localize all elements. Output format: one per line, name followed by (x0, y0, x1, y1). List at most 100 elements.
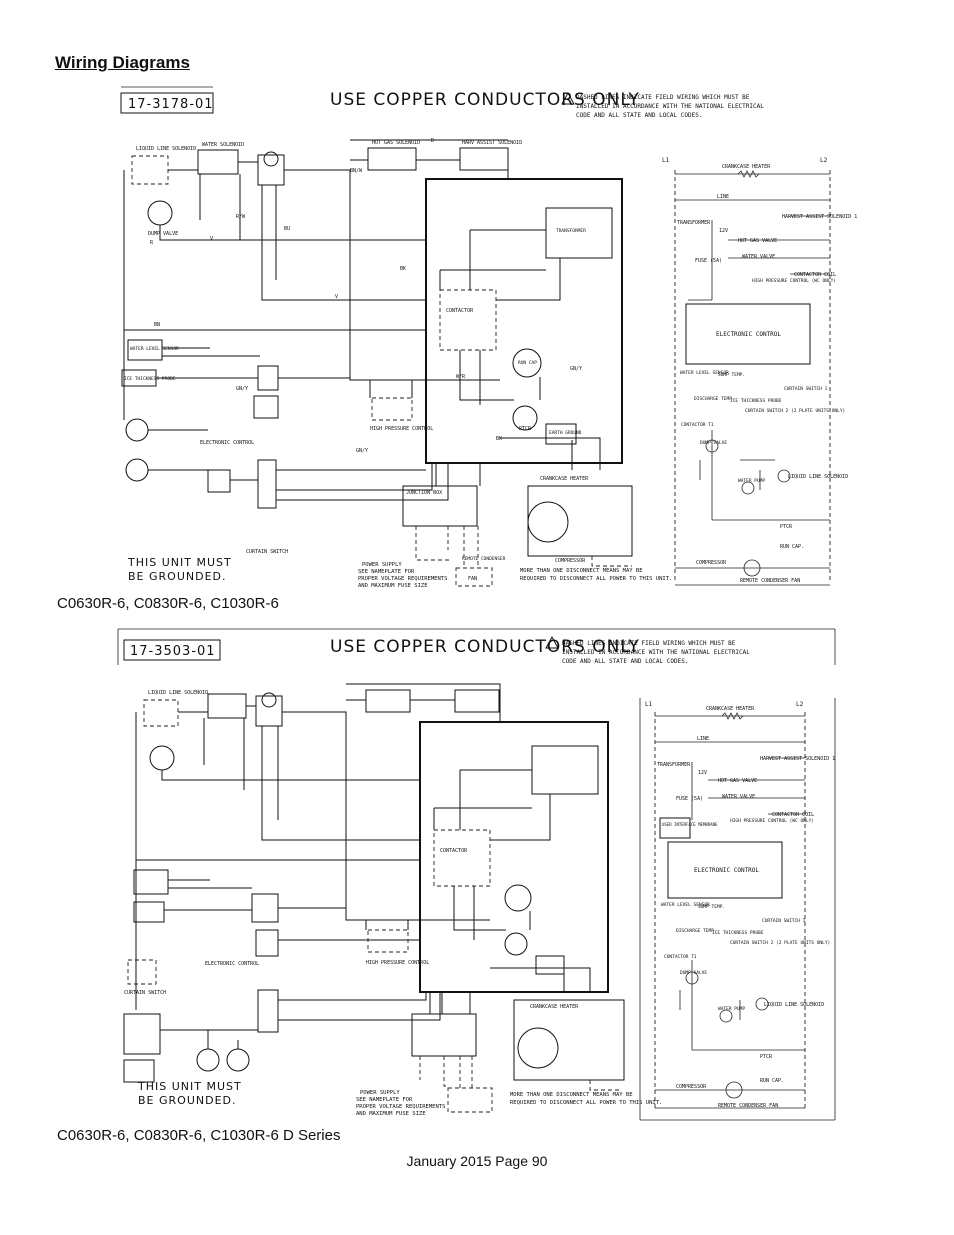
wire-tag: BU (284, 226, 290, 232)
diagram-code: 17-3503-01 (130, 644, 216, 659)
ladder-l1: L1 (662, 157, 670, 164)
compressor-label: COMPRESSOR (555, 558, 586, 564)
ladder-liquid-line: LIQUID LINE SOLENOID (788, 474, 848, 480)
warning-line-1: DASHED LINES INDICATE FIELD WIRING WHICH… (576, 94, 750, 101)
user-interface-membrane (123, 1059, 155, 1083)
ladder-dump-valve: DUMP VALVE (680, 970, 707, 976)
wire-tag: W/R (456, 374, 466, 380)
contactor (433, 829, 491, 887)
disconnect-note-1: MORE THAN ONE DISCONNECT MEANS MAY BE (520, 568, 643, 574)
wire-tag: GN/Y (236, 386, 248, 392)
ladder-curtain-2: CURTAIN SWITCH 2 (2 PLATE UNITS ONLY) (745, 408, 845, 414)
ladder-l2: L2 (820, 157, 828, 164)
diagram-1-caption: C0630R-6, C0830R-6, C1030R-6 (57, 595, 279, 612)
junction-box (402, 485, 478, 527)
ptcr-label: PTCR (519, 426, 532, 432)
ladder-water-level: WATER LEVEL SENSOR (661, 902, 710, 908)
ladder-fuse: FUSE (5A) (676, 796, 703, 802)
ladder-water-valve: WATER VALVE (722, 794, 755, 800)
ladder-compressor: COMPRESSOR (676, 1084, 707, 1090)
run-cap-label: RUN CAP (518, 360, 537, 366)
ladder-discharge-temp: DISCHARGE TEMP. (676, 928, 717, 934)
disconnect-note-2: REQUIRED TO DISCONNECT ALL POWER TO THIS… (520, 576, 672, 582)
copper-notice: USE COPPER CONDUCTORS ONLY (330, 90, 640, 110)
ground-note-2: BE GROUNDED. (138, 1094, 237, 1107)
ladder-contactor-coil: CONTACTOR COIL (794, 272, 836, 278)
compressor (517, 1027, 559, 1069)
ice-thickness-label: ICE THICKNESS PROBE (124, 376, 176, 382)
transformer (531, 745, 599, 795)
diagram-code-box (120, 92, 214, 114)
hot-pump (255, 695, 283, 727)
liquid-line-solenoid (143, 699, 179, 727)
water-solenoid (207, 693, 247, 719)
wire-tag: BK (496, 436, 502, 442)
crankcase-heater-label: CRANKCASE HEATER (530, 1004, 579, 1010)
disconnect-note-1: MORE THAN ONE DISCONNECT MEANS MAY BE (510, 1092, 633, 1098)
ladder-ec-label: ELECTRONIC CONTROL (716, 331, 781, 338)
ice-thickness-probe (133, 901, 165, 923)
transformer (545, 207, 613, 259)
wire-tag: BN/W (350, 168, 363, 174)
electronic-control-label: ELECTRONIC CONTROL (200, 440, 254, 446)
ladder-discharge-temp: DISCHARGE TEMP. (694, 396, 735, 402)
ladder-electronic-control (685, 303, 811, 365)
ladder-contactor-t1: CONTACTOR T1 (664, 954, 697, 960)
ladder-l2: L2 (796, 701, 804, 708)
ladder-high-pressure: HIGH PRESSURE CONTROL (WC ONLY) (752, 278, 836, 284)
ladder-12v: 12V (698, 770, 707, 776)
compressor-terminal-box (513, 999, 625, 1081)
control-terminal-block (257, 989, 279, 1033)
ladder-harvest-assist: HARVEST ASSIST SOLENOID 1 (760, 756, 835, 762)
warning-icon (561, 91, 575, 105)
power-note-3: PROPER VOLTAGE REQUIREMENTS (358, 576, 447, 582)
warning-line-2: INSTALLED IN ACCORDANCE WITH THE NATIONA… (562, 649, 750, 656)
sump-temp-sensor (196, 1048, 220, 1072)
ladder-sump-temp: SUMP TEMP. (718, 372, 745, 378)
remote-condenser-label: REMOTE CONDENSER (462, 556, 506, 562)
ladder-user-interface: USER INTERFACE MEMBRANE (662, 822, 718, 827)
curtain-switch (127, 959, 157, 985)
ladder-remote-fan: REMOTE CONDENSER FAN (718, 1103, 778, 1109)
ladder-compressor: COMPRESSOR (696, 560, 727, 566)
warning-line-1: DASHED LINES INDICATE FIELD WIRING WHICH… (562, 640, 736, 647)
compressor-terminal-box (527, 485, 633, 557)
ptcr (504, 932, 528, 956)
ladder-electronic-control (667, 841, 783, 899)
control-terminal-block (257, 459, 277, 509)
high-pressure-control (367, 929, 409, 953)
wire-tag: R/W (236, 214, 246, 220)
warning-line-3: CODE AND ALL STATE AND LOCAL CODES. (562, 658, 688, 665)
ladder-contactor-t1: CONTACTOR T1 (681, 422, 714, 428)
liquid-line-label: LIQUID LINE SOLENOID (148, 690, 208, 696)
ladder-transformer: TRANSFORMER (657, 762, 691, 768)
wire-tag: R (150, 240, 154, 246)
diagram-1: 17-3178-01 USE COPPER CONDUCTORS ONLY DA… (120, 86, 857, 589)
ladder-water-pump: WATER PUMP (718, 1006, 745, 1012)
liquid-line-label: LIQUID LINE SOLENOID (136, 146, 196, 152)
warning-line-2: INSTALLED IN ACCORDANCE WITH THE NATIONA… (576, 103, 764, 110)
page-footer: January 2015 Page 90 (406, 1153, 548, 1169)
earth-ground-internal (535, 955, 565, 975)
ladder-curtain-1: CURTAIN SWITCH 1 (784, 386, 828, 392)
ladder-run-cap: RUN CAP. (780, 544, 804, 550)
wire-tag: V (335, 294, 338, 300)
ground-note-2: BE GROUNDED. (128, 570, 227, 583)
fan-label: FAN (468, 576, 477, 582)
dump-valve (147, 200, 173, 226)
earth-ground-label: EARTH GROUND (549, 430, 582, 436)
water-level-sensor (133, 869, 169, 895)
power-note-4: AND MAXIMUM FUSE SIZE (358, 583, 428, 589)
ladder-line: LINE (697, 736, 709, 742)
diagram-code-box (123, 639, 221, 661)
ladder-run-cap: RUN CAP. (760, 1078, 784, 1084)
ladder-fuse: FUSE (5A) (695, 258, 722, 264)
page-heading: Wiring Diagrams (55, 53, 190, 72)
discharge-temp-sensor (226, 1048, 250, 1072)
copper-notice: USE COPPER CONDUCTORS ONLY (330, 637, 640, 657)
ladder-crankcase-heater: CRANKCASE HEATER (722, 164, 771, 170)
harvest-assist-label: HARV ASSIST SOLENOID (462, 140, 522, 146)
contactor-label: CONTACTOR (440, 848, 468, 854)
ladder-diagram-2: L1 L2 CRANKCASE HEATER LINE TRANSFORMER … (639, 698, 836, 1121)
dump-valve (149, 745, 175, 771)
